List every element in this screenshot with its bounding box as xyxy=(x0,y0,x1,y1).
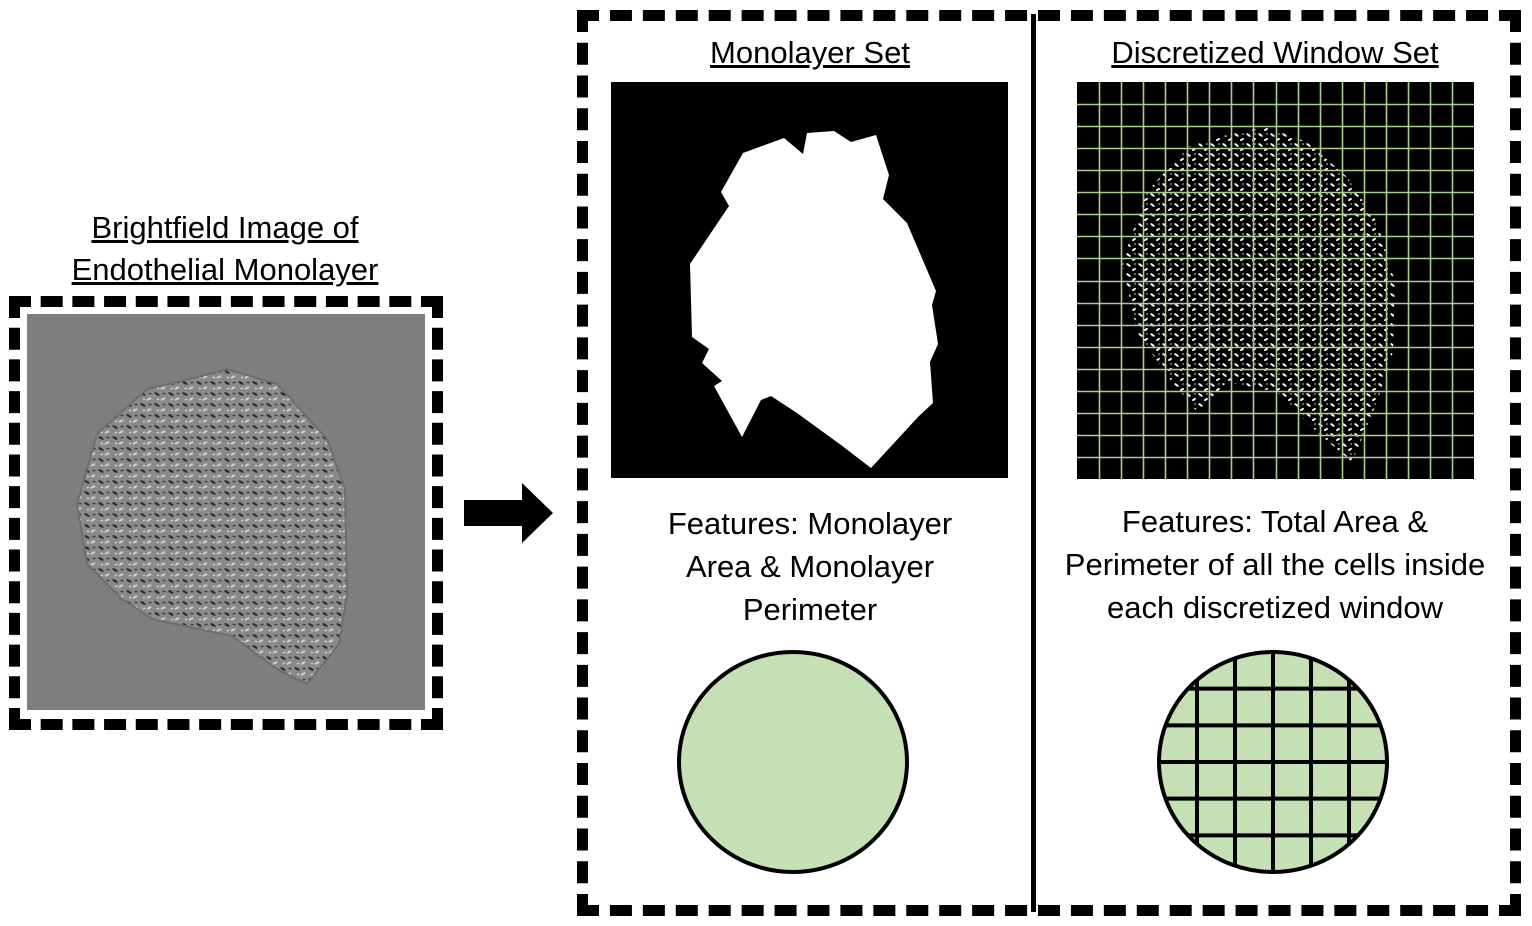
window-set-title: Discretized Window Set xyxy=(1111,35,1439,70)
monolayer-mask-image xyxy=(611,82,1008,478)
window-features-line3: each discretized window xyxy=(1106,590,1443,625)
input-image-title: Brightfield Image of Endothelial Monolay… xyxy=(40,207,410,291)
window-features-line2: Perimeter of all the cells inside xyxy=(1064,547,1486,582)
brightfield-micrograph xyxy=(27,314,425,710)
discretized-window-image xyxy=(1077,82,1474,479)
window-features-text: Features: Total Area & Perimeter of all … xyxy=(1040,500,1510,629)
window-grid-lines xyxy=(1077,82,1474,479)
cell-colony xyxy=(75,367,349,686)
monolayer-features-line1: Features: Monolayer xyxy=(667,506,953,541)
monolayer-mask-shape xyxy=(690,131,938,468)
window-features-line1: Features: Total Area & xyxy=(1121,504,1429,539)
monolayer-set-title: Monolayer Set xyxy=(710,35,910,70)
right-arrow-icon xyxy=(464,483,554,543)
input-image-title-line1: Brightfield Image of xyxy=(91,210,359,245)
gridded-circle-icon xyxy=(1156,649,1390,875)
feature-sets-frame xyxy=(577,10,1521,916)
input-image-title-line2: Endothelial Monolayer xyxy=(71,252,379,287)
monolayer-features-line2: Area & Monolayer xyxy=(685,549,935,584)
panel-divider xyxy=(1031,14,1036,912)
monolayer-features-text: Features: Monolayer Area & Monolayer Per… xyxy=(610,502,1010,631)
monolayer-features-line3: Perimeter xyxy=(742,592,878,627)
input-image-frame xyxy=(9,296,443,730)
filled-circle-icon xyxy=(676,649,910,875)
